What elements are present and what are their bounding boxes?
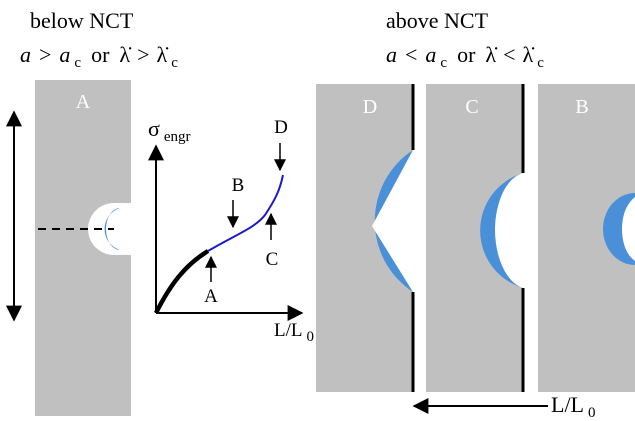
- above-nct-condition: a < a c or λ̇ < λ̇ c: [386, 42, 544, 71]
- curve-below-nct: [153, 249, 210, 315]
- point-d-label: D: [274, 117, 288, 138]
- plate-a-label: A: [76, 91, 91, 113]
- plate-d: D: [316, 84, 415, 392]
- point-a-label: A: [204, 286, 218, 307]
- plate-b-crack-opening: [622, 197, 635, 261]
- bottom-axis-label: L/L 0: [551, 392, 596, 421]
- above-nct-title: above NCT: [386, 8, 489, 33]
- plate-c: C: [426, 84, 525, 392]
- below-nct-condition: a > a c or λ̇ > λ̇ c: [20, 42, 178, 71]
- plate-d-crack-opening: [372, 150, 413, 292]
- below-nct-title: below NCT: [30, 8, 134, 33]
- plate-c-label: C: [465, 96, 478, 118]
- plate-b-label: B: [575, 96, 588, 118]
- plate-b: B: [538, 84, 635, 392]
- plate-c-crack-opening: [495, 173, 523, 288]
- plate-a: A: [35, 80, 131, 416]
- point-b-label: B: [232, 175, 245, 196]
- curve-above-nct: [207, 174, 284, 252]
- plate-d-label: D: [363, 96, 377, 118]
- stress-strain-graph: σ engr L/L 0 A B C D: [148, 116, 314, 345]
- plate-a-notch: [105, 203, 131, 255]
- plate-a-notch-fill: [88, 203, 131, 255]
- graph-x-label: L/L 0: [274, 320, 314, 345]
- graph-y-label: σ engr: [148, 116, 191, 145]
- point-c-label: C: [266, 249, 279, 270]
